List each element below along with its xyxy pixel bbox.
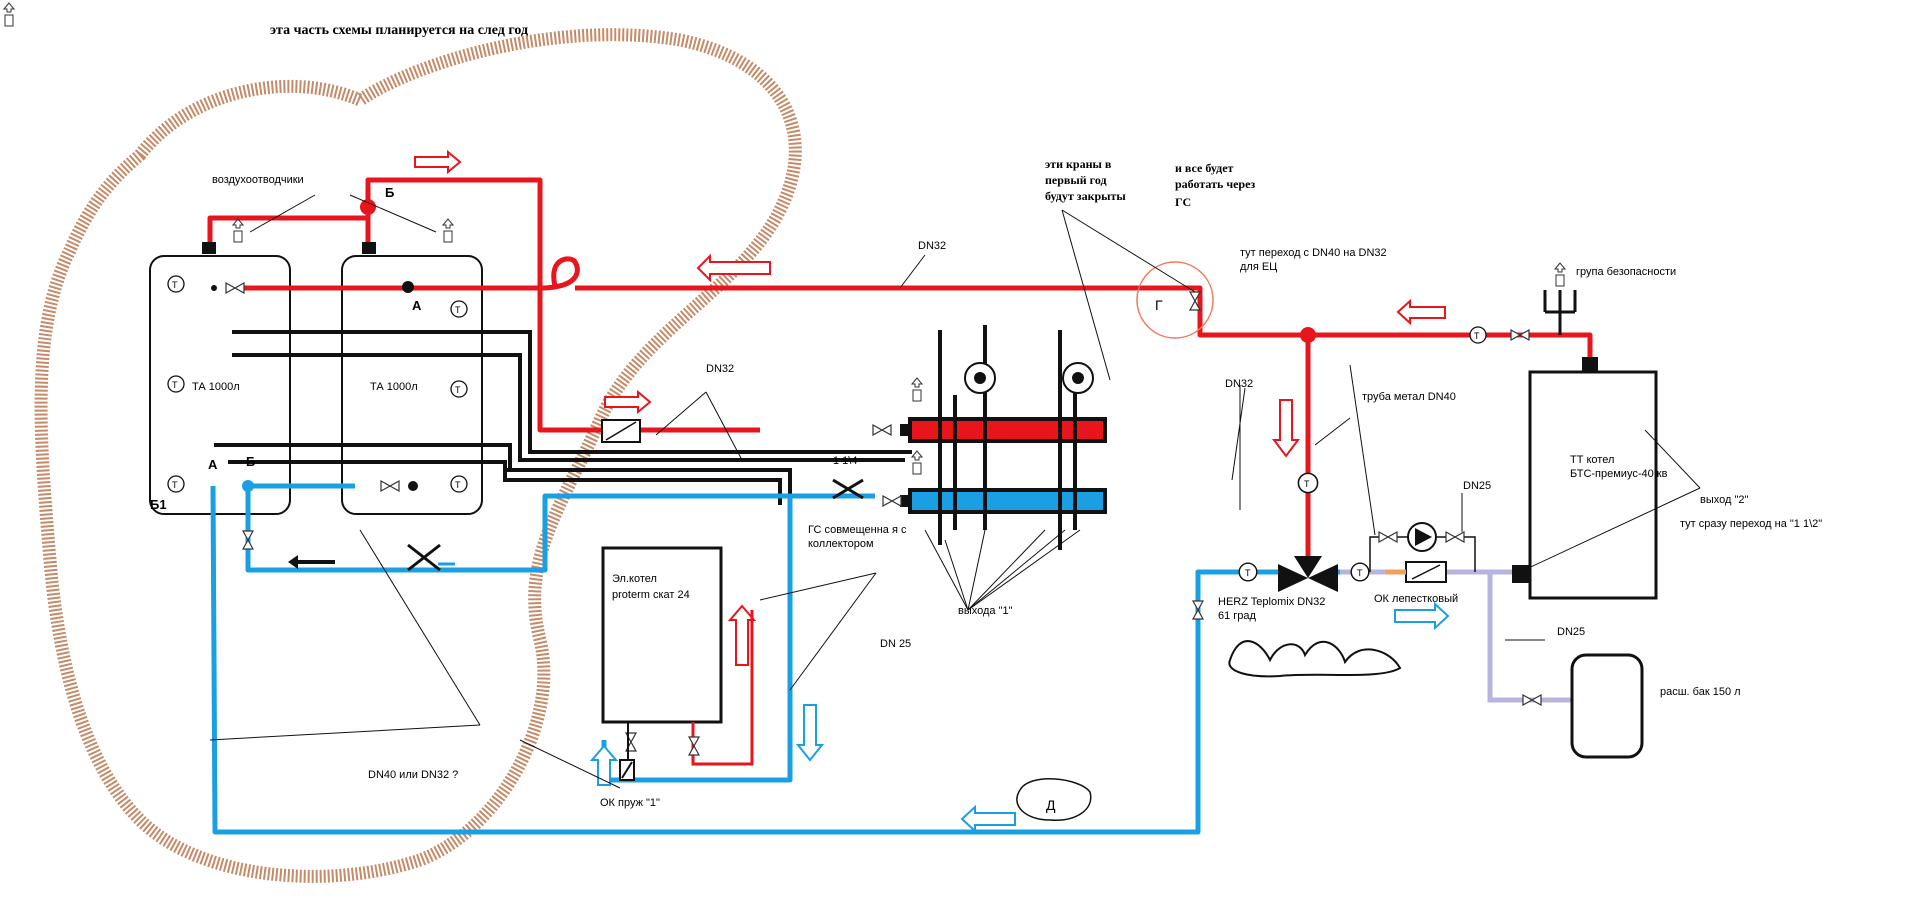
node-g-label: Г bbox=[1155, 297, 1163, 313]
safety-valve-icon bbox=[1510, 329, 1530, 341]
node-b-junction bbox=[360, 199, 376, 215]
dn40-or-dn32-label: DN40 или DN32 ? bbox=[368, 769, 458, 781]
dn32-main-label: DN32 bbox=[918, 240, 946, 252]
gs-label-1: ГС совмещенна я с bbox=[808, 524, 907, 536]
solid-fuel-boiler bbox=[1528, 370, 1658, 600]
tank-1-port-dot bbox=[211, 285, 217, 291]
pump-valve-icon bbox=[1445, 531, 1465, 543]
collector-valves bbox=[872, 424, 902, 507]
ok-spring-label: ОК пруж "1" bbox=[600, 797, 660, 809]
air-vent-icon bbox=[232, 218, 244, 243]
black-return-pipes bbox=[214, 330, 912, 505]
node-a-junction bbox=[402, 281, 414, 293]
gauge-letter: Т bbox=[1304, 479, 1310, 489]
closed-cross-icon bbox=[407, 478, 864, 572]
electric-boiler bbox=[601, 546, 723, 724]
gauge-letter: Т bbox=[1474, 331, 1480, 341]
herz-label-1: HERZ Teplomix DN32 bbox=[1218, 596, 1325, 608]
el-boiler-valves bbox=[625, 732, 700, 756]
separator-slash bbox=[605, 421, 637, 441]
tt-boiler-label-1: ТТ котел bbox=[1570, 454, 1614, 466]
node-a-label: А bbox=[412, 298, 422, 313]
closed-valves-note-1: эти краны в bbox=[1045, 157, 1112, 171]
leader-lines bbox=[209, 194, 1701, 789]
closed-valves-note-2: первый год bbox=[1045, 173, 1107, 187]
metal-pipe-label: труба метал DN40 bbox=[1362, 391, 1456, 403]
safety-group-icon bbox=[1543, 290, 1577, 335]
exp-tank-valve-icon bbox=[1522, 694, 1542, 706]
gs-label-2: коллектором bbox=[808, 538, 874, 550]
outlet2-label: выход "2" bbox=[1700, 494, 1748, 506]
safety-vent-icon bbox=[1554, 262, 1566, 287]
gauge-letter: Т bbox=[455, 385, 461, 395]
exp-tank-label: расш. бак 150 л bbox=[1660, 686, 1741, 698]
dn32-right-label: DN32 bbox=[1225, 378, 1253, 390]
node-a-low-label: А bbox=[208, 457, 218, 472]
air-vent-icon bbox=[442, 218, 454, 243]
via-gs-note-3: ГС bbox=[1175, 195, 1191, 209]
collector-cold-end bbox=[900, 495, 912, 507]
boiler-top-connector bbox=[1582, 357, 1598, 373]
gauge-letter: Т bbox=[172, 280, 178, 290]
via-gs-note-1: и все будет bbox=[1175, 161, 1234, 175]
node-b-low-label: Б bbox=[246, 454, 255, 469]
node-b-top-label: Б bbox=[385, 185, 394, 200]
future-part-outline bbox=[34, 28, 802, 883]
outputs1-label: выхода "1" bbox=[958, 605, 1013, 617]
red-tee-junction bbox=[1300, 327, 1316, 343]
corner-vent-icon bbox=[3, 2, 15, 27]
tank-2-port-dot bbox=[408, 481, 418, 491]
collector-gauges bbox=[964, 362, 1094, 394]
flow-arrow-icon bbox=[589, 601, 1450, 834]
herz-label-2: 61 град bbox=[1218, 610, 1257, 622]
dn32-mid-label: DN32 bbox=[706, 363, 734, 375]
gauge-letter: Т bbox=[1357, 568, 1363, 578]
blue-junction bbox=[242, 480, 254, 492]
storage-tank-1 bbox=[149, 255, 291, 515]
collector-hot-end bbox=[900, 424, 912, 436]
tank-2-label: ТА 1000л bbox=[370, 381, 418, 393]
closed-valves-note-3: будут закрыты bbox=[1045, 189, 1126, 203]
gauge-letter: Т bbox=[455, 480, 461, 490]
safety-group-label: група безопасности bbox=[1576, 266, 1676, 278]
transition-label-2: для ЕЦ bbox=[1240, 261, 1277, 273]
transition-1-1-2-label: тут сразу переход на "1 1\2" bbox=[1680, 518, 1822, 530]
via-gs-note-2: работать через bbox=[1175, 177, 1255, 191]
black-arrow-icon bbox=[288, 555, 335, 569]
gauge-letter: Т bbox=[172, 380, 178, 390]
el-boiler-label-2: proterm скат 24 bbox=[612, 589, 690, 601]
boiler-side-connector bbox=[1512, 565, 1530, 583]
transition-circle bbox=[1136, 261, 1214, 339]
pump-valve-icon bbox=[1378, 531, 1398, 543]
scheme-note-title: эта часть схемы планируется на след год bbox=[270, 23, 528, 38]
expansion-tank bbox=[1570, 653, 1644, 759]
dn25-el-label: DN 25 bbox=[880, 638, 911, 650]
tank-2-top-connector bbox=[362, 242, 376, 254]
tank-1-top-connector bbox=[202, 242, 216, 254]
transition-label-1: тут переход с DN40 на DN32 bbox=[1240, 247, 1387, 259]
gauge-letter: Т bbox=[172, 480, 178, 490]
air-vents-label: воздухоотводчики bbox=[212, 174, 304, 186]
el-boiler-label-1: Эл.котел bbox=[612, 573, 657, 585]
node-b1-label: Б1 bbox=[150, 497, 167, 512]
dn25-pump-label: DN25 bbox=[1463, 480, 1491, 492]
size-1-1-4-label: 1 1\4 bbox=[833, 455, 857, 467]
tank-1-label: ТА 1000л bbox=[192, 381, 240, 393]
ok-petal-label: ОК лепестковый bbox=[1374, 593, 1458, 605]
blue-line-valve-icon bbox=[1192, 600, 1204, 620]
tt-boiler-label-2: БТС-премиус-40 кв bbox=[1570, 468, 1668, 480]
dn25-lower-label: DN25 bbox=[1557, 626, 1585, 638]
flow-arrow-icon bbox=[414, 149, 1446, 666]
collector-risers bbox=[938, 325, 1077, 550]
mixing-valve-icon bbox=[1278, 556, 1338, 592]
scribble-doodle bbox=[1228, 640, 1402, 678]
gauge-letter: Т bbox=[1245, 568, 1251, 578]
gauge-letter: Т bbox=[455, 305, 461, 315]
blue-line-valve-icon bbox=[242, 530, 254, 550]
storage-tank-2 bbox=[341, 255, 483, 515]
node-d-label: Д bbox=[1046, 797, 1056, 813]
node-d-blob bbox=[1016, 778, 1092, 821]
